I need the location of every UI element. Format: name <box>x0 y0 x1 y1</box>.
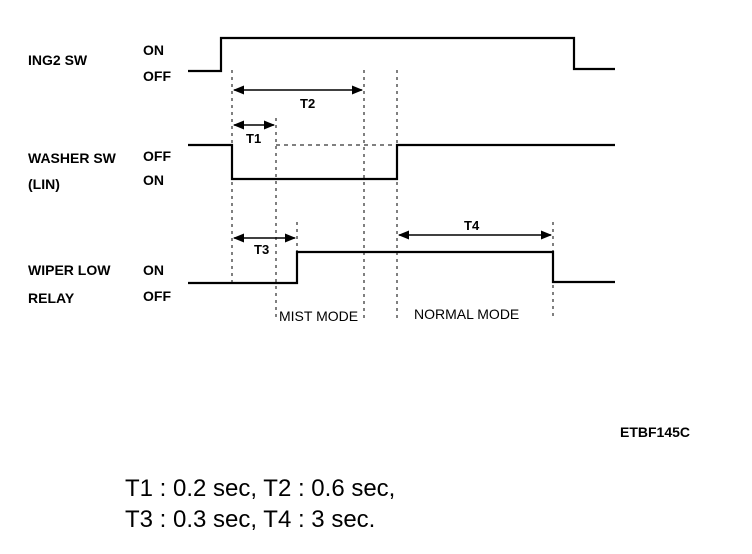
timing-values-line2: T3 : 0.3 sec, T4 : 3 sec. <box>125 506 376 533</box>
wiper-on-state: ON <box>143 262 164 278</box>
ing2-on-state: ON <box>143 42 164 58</box>
ing2-off-state: OFF <box>143 68 171 84</box>
t2-label: T2 <box>300 96 315 111</box>
normal-mode-label: NORMAL MODE <box>414 306 519 322</box>
ing2-sw-label: ING2 SW <box>28 52 88 68</box>
ing2-sw-waveform <box>188 36 615 73</box>
washer-off-state: OFF <box>143 148 171 164</box>
washer-sw-waveform <box>188 143 615 181</box>
wiper-relay-label: RELAY <box>28 290 75 306</box>
washer-on-state: ON <box>143 172 164 188</box>
t3-label: T3 <box>254 242 269 257</box>
figure-code: ETBF145C <box>620 424 691 440</box>
t4-label: T4 <box>464 218 480 233</box>
wiper-relay-waveform <box>188 250 615 285</box>
timing-values-line1: T1 : 0.2 sec, T2 : 0.6 sec, <box>125 475 396 502</box>
t1-label: T1 <box>246 131 261 146</box>
wiper-low-label: WIPER LOW <box>28 262 111 278</box>
mist-mode-label: MIST MODE <box>279 308 358 324</box>
washer-sw-lin-label: (LIN) <box>28 176 60 192</box>
wiper-off-state: OFF <box>143 288 171 304</box>
washer-sw-label: WASHER SW <box>28 150 116 166</box>
